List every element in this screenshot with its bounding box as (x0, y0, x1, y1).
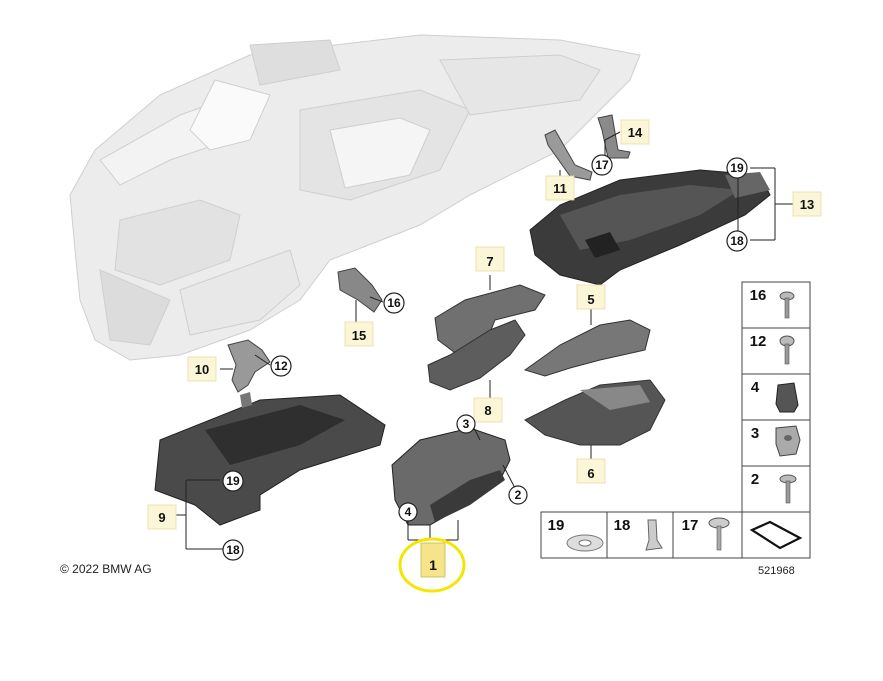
highlight-circle (398, 537, 466, 593)
fastener-row (540, 511, 811, 559)
callout-14: 14 (628, 125, 643, 140)
svg-text:19: 19 (226, 474, 240, 488)
svg-text:12: 12 (274, 359, 288, 373)
clip-4-icon (775, 382, 799, 413)
circle-callout-4: 4 (398, 502, 418, 522)
screw-17-icon (708, 517, 730, 551)
fastener-table: 16 12 4 3 2 19 18 17 (540, 281, 811, 559)
circle-callout-19-upper: 19 (726, 157, 748, 179)
callout-1: 1 (429, 557, 437, 573)
circle-callouts: 3 2 4 16 12 17 19 18 (222, 154, 748, 561)
label-boxes (147, 119, 822, 578)
fastener-label-16: 16 (750, 287, 767, 304)
svg-text:2: 2 (515, 488, 522, 502)
circle-callout-18-upper: 18 (726, 230, 748, 252)
fastener-label-2: 2 (751, 471, 759, 488)
circle-callout-17: 17 (591, 154, 613, 176)
fastener-label-12: 12 (750, 333, 767, 350)
callout-10: 10 (195, 362, 209, 377)
screw-16-icon (779, 291, 795, 319)
washer-19-icon (566, 534, 604, 552)
part-5-trim (523, 319, 651, 377)
callout-7: 7 (486, 254, 493, 269)
circle-callout-12: 12 (270, 355, 292, 377)
circle-callout-2: 2 (508, 485, 528, 505)
callout-15: 15 (352, 328, 366, 343)
circle-callout-16: 16 (383, 292, 405, 314)
leader-lines (173, 131, 793, 550)
screw-2-icon (779, 474, 797, 504)
fastener-label-18: 18 (614, 517, 631, 534)
callout-8: 8 (484, 403, 491, 418)
part-6-trim (524, 379, 666, 446)
callout-labels: 7 5 8 6 15 10 9 11 14 13 1 (158, 125, 814, 573)
svg-text:4: 4 (405, 505, 412, 519)
copyright-text: © 2022 BMW AG (60, 562, 152, 576)
callout-5: 5 (587, 292, 594, 307)
dashboard-illustration (69, 34, 641, 361)
part-10-bracket (227, 339, 271, 393)
fastener-label-3: 3 (751, 425, 759, 442)
fastener-label-17: 17 (682, 517, 699, 534)
svg-text:18: 18 (730, 234, 744, 248)
svg-text:16: 16 (387, 296, 401, 310)
circle-callout-18-lower: 18 (222, 539, 244, 561)
svg-text:3: 3 (463, 417, 470, 431)
bracket-symbol-icon (749, 520, 803, 550)
part-15-bracket (337, 267, 383, 313)
diagram-number: 521968 (758, 565, 795, 577)
svg-text:18: 18 (226, 543, 240, 557)
part-8-trim (427, 319, 526, 391)
part-11-bracket (544, 129, 593, 181)
callout-6: 6 (587, 466, 594, 481)
nut-3-icon (775, 425, 801, 457)
clip-18-icon (645, 519, 663, 551)
fastener-label-19: 19 (548, 517, 565, 534)
screw-12-icon (779, 335, 795, 365)
svg-text:17: 17 (595, 158, 609, 172)
circle-callout-19-lower: 19 (222, 470, 244, 492)
circle-callout-3: 3 (456, 414, 476, 434)
callout-13: 13 (800, 197, 814, 212)
svg-text:19: 19 (730, 161, 744, 175)
part-14-bracket (597, 114, 631, 159)
fastener-label-4: 4 (751, 379, 760, 396)
callout-9: 9 (158, 510, 165, 525)
part-9-frame (154, 392, 386, 526)
part-7-trim (434, 284, 546, 356)
callout-11: 11 (553, 181, 567, 196)
